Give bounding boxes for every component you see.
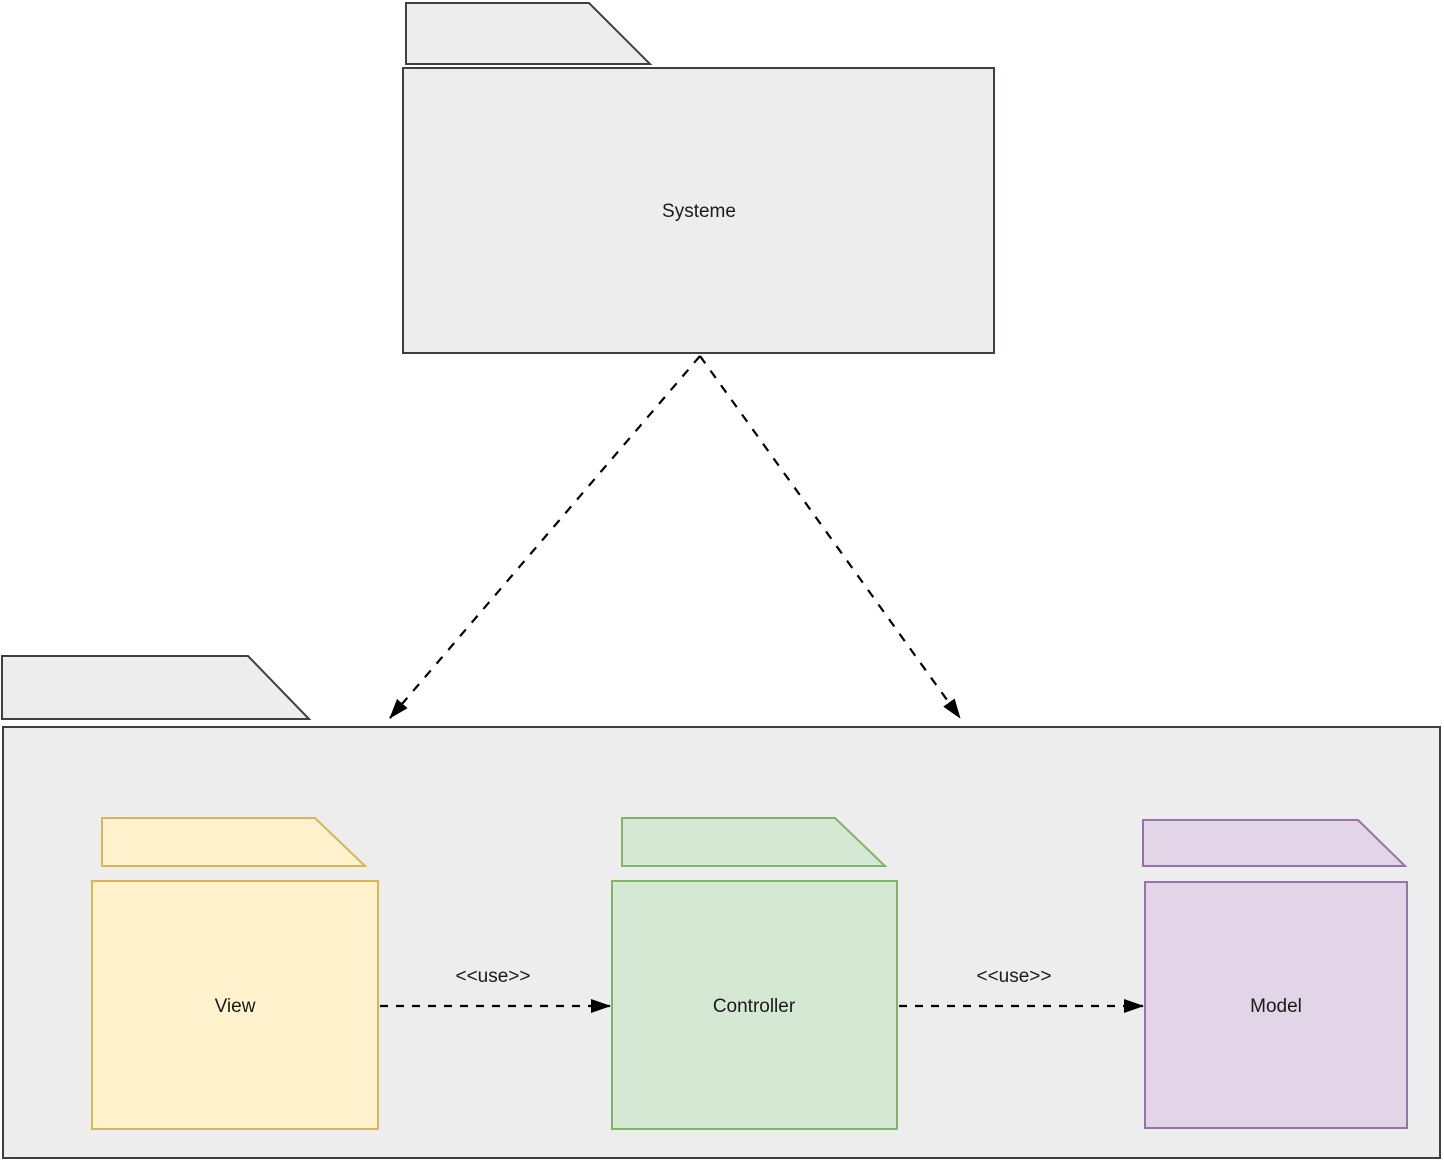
package-systeme-body <box>402 67 995 354</box>
package-controller-body <box>611 880 898 1130</box>
package-model-tab <box>1142 819 1408 867</box>
package-systeme-label: Systeme <box>662 201 736 222</box>
package-model-body <box>1144 881 1408 1129</box>
package-view: View <box>91 817 379 1130</box>
edge-controller-to-model-label: <<use>> <box>976 966 1051 987</box>
package-view-label: View <box>215 996 256 1017</box>
package-controller: Controller <box>611 817 898 1130</box>
package-systeme: Systeme <box>402 2 995 354</box>
package-view-body <box>91 880 379 1130</box>
package-model-label: Model <box>1250 996 1302 1017</box>
package-view-tab <box>101 817 368 867</box>
package-container-tab <box>1 655 312 720</box>
edge-systeme-to-container-left <box>389 355 701 719</box>
package-systeme-tab <box>405 2 653 65</box>
edge-systeme-to-container-right <box>699 355 961 719</box>
package-model: Model <box>1142 819 1408 1129</box>
package-controller-tab <box>621 817 888 867</box>
package-controller-label: Controller <box>713 996 796 1017</box>
edge-view-to-controller-label: <<use>> <box>455 966 530 987</box>
